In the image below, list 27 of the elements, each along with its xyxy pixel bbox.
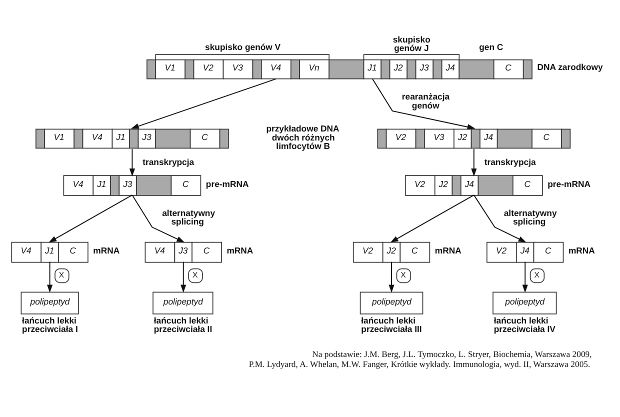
node-label: łańcuch lekki przeciwciała I (22, 315, 78, 334)
node-label: mRNA (226, 246, 254, 256)
node-label: pre-mRNA (206, 178, 249, 189)
node-label: pre-mRNA (548, 178, 590, 189)
edge-label: transkrypcja (142, 157, 194, 168)
caption: Na podstawie: J.M. Berg, J.L. Tymoczko, L. Stryer, Biochemia, Warszawa 2009, P.M. Lydyard, A. Whelan, M.W. Fanger, Krótkie wykłady. Immunologia, wyd. II, Warszawa 2005. (248, 349, 592, 369)
node-text: V2 J4 C (496, 246, 552, 256)
edge-label: transkrypcja (484, 157, 536, 168)
node-label: łańcuch lekki przeciwciała III (361, 315, 422, 334)
label: przykładowe DNA dwóch różnych limfocytów B (266, 124, 340, 152)
node-text: V4 J3 C (154, 246, 210, 256)
node-label: gen C (479, 42, 504, 52)
node-label: mRNA (434, 246, 462, 256)
edge-label: X (400, 270, 406, 280)
label: alternatywny splicing (504, 208, 557, 227)
node-label: łańcuch lekki przeciwciała IV (494, 315, 556, 334)
node-label: mRNA (93, 246, 120, 256)
node-label: łańcuch lekki przeciwciała II (154, 315, 212, 334)
node-label: skupisko genów V (205, 42, 281, 52)
label: rearanżacja genów (402, 92, 450, 110)
node-label: mRNA (568, 246, 595, 256)
edge-label: X (534, 270, 540, 280)
label: alternatywny splicing (162, 208, 216, 227)
node-label: DNA zarodkowy (537, 62, 603, 72)
edge-label: X (58, 270, 64, 280)
node-label: skupisko genów J (392, 34, 430, 54)
edge-label: X (192, 270, 198, 280)
